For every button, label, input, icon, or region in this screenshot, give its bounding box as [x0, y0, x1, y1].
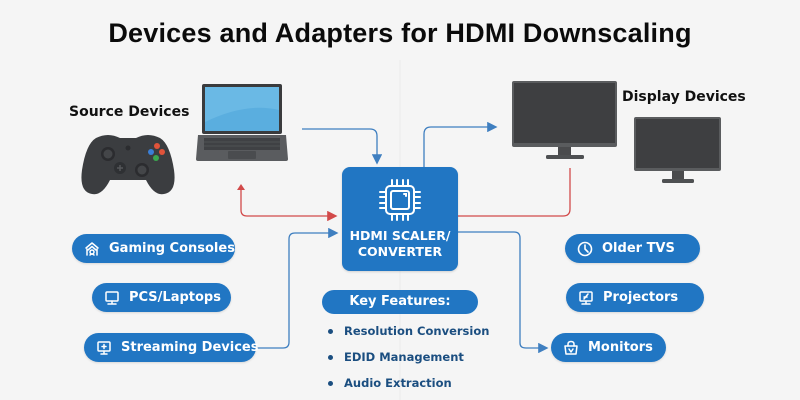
pill-gaming-consoles[interactable]: Gaming Consoles	[72, 234, 235, 263]
key-features-heading: Key Features:	[322, 290, 478, 314]
key-feature-item: Audio Extraction	[328, 370, 489, 396]
pill-label: PCS/Laptops	[129, 290, 221, 305]
gaming-console-icon	[85, 241, 99, 256]
scaler-to-monitors-connector	[458, 231, 549, 354]
chip-icon	[379, 179, 421, 221]
pill-monitors[interactable]: Monitors	[551, 333, 666, 362]
basket-icon	[564, 340, 578, 355]
display-devices-label: Display Devices	[622, 89, 746, 105]
scaler-label-line1: HDMI SCALER/	[349, 228, 451, 243]
scaler-label-line2: CONVERTER	[357, 244, 443, 259]
clock-icon	[577, 241, 593, 256]
page-title: Devices and Adapters for HDMI Downscalin…	[108, 18, 692, 48]
laptop-to-scaler-connector	[302, 128, 383, 165]
hdmi-scaler-converter-box: HDMI SCALER/ CONVERTER	[342, 167, 458, 271]
key-feature-text: EDID Management	[344, 350, 464, 364]
streaming-monitor-icon	[97, 340, 111, 355]
pill-streaming-devices[interactable]: Streaming Devices	[84, 333, 259, 362]
large-monitor-image	[512, 81, 617, 159]
key-feature-item: EDID Management	[328, 344, 489, 370]
scaler-to-laptop-red-connector	[240, 186, 338, 222]
bullet-icon	[328, 354, 333, 360]
laptop-image	[196, 84, 288, 161]
projector-screen-icon	[579, 290, 593, 305]
source-devices-label: Source Devices	[69, 104, 190, 120]
pill-label: Gaming Consoles	[109, 241, 235, 256]
small-monitor-image	[634, 117, 721, 183]
pill-older-tvs[interactable]: Older TVS	[565, 234, 700, 263]
pill-projectors[interactable]: Projectors	[566, 283, 704, 312]
pill-label: Older TVS	[602, 241, 675, 256]
pill-pcs-laptops[interactable]: PCS/Laptops	[92, 283, 231, 312]
game-controller-image	[81, 135, 175, 195]
key-feature-text: Audio Extraction	[344, 376, 452, 390]
streaming-to-scaler-connector	[256, 227, 339, 349]
pill-label: Monitors	[588, 340, 653, 355]
pill-label: Projectors	[603, 290, 679, 305]
scaler-to-monitor-connector	[423, 121, 498, 167]
pill-label: Streaming Devices	[121, 340, 259, 355]
monitor-to-scaler-red-connector	[458, 168, 571, 217]
desktop-icon	[105, 290, 119, 305]
key-feature-item: Resolution Conversion	[328, 318, 489, 344]
key-feature-text: Resolution Conversion	[344, 324, 490, 338]
bullet-icon	[328, 328, 333, 334]
bullet-icon	[328, 380, 333, 386]
key-features-list: Resolution Conversion EDID Management Au…	[328, 318, 489, 396]
